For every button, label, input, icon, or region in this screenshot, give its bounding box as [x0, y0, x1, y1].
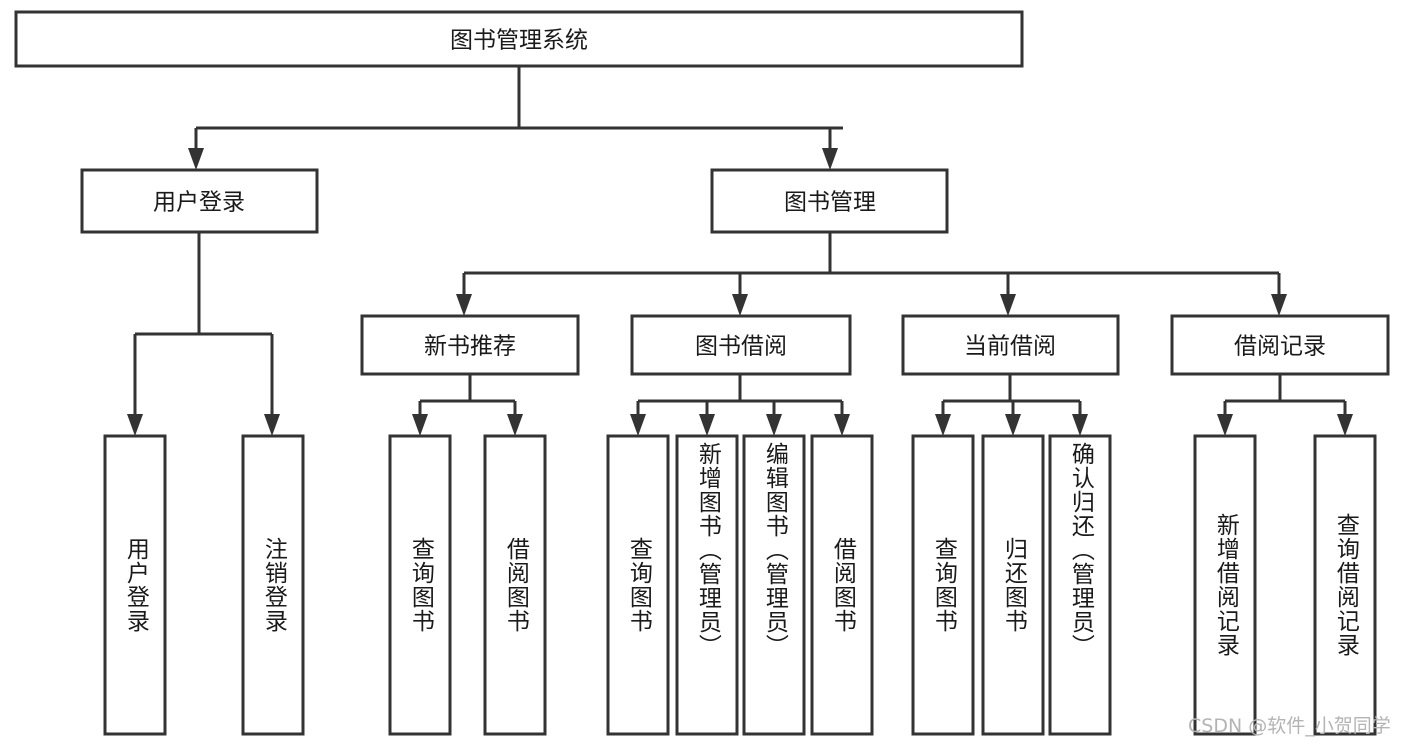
leaf-box-query-record[interactable]	[1313, 434, 1377, 736]
leaf-box-borrow-book-1[interactable]	[483, 434, 547, 736]
csdn-watermark: CSDN @软件_小贺同学	[1188, 715, 1391, 737]
leaf-box-query-book-1[interactable]	[388, 434, 452, 736]
node-root[interactable]: 图书管理系统	[14, 10, 1024, 68]
leaf-box-edit-book[interactable]	[742, 434, 806, 736]
node-book-borrow[interactable]: 图书借阅	[630, 314, 852, 376]
node-user-login[interactable]: 用户登录	[80, 168, 319, 234]
connector-userlogin-to-leaves	[127, 232, 280, 436]
connector-borrowrecord-to-leaves	[1217, 374, 1353, 436]
node-book-manage[interactable]: 图书管理	[710, 168, 949, 234]
connector-newbook-to-leaves	[412, 374, 523, 436]
leaf-box-logout[interactable]	[241, 434, 305, 736]
node-current-borrow[interactable]: 当前借阅	[901, 314, 1120, 376]
connector-bookborrow-to-leaves	[630, 374, 850, 436]
node-borrow-record-label: 借阅记录	[1234, 334, 1326, 360]
leaf-box-confirm-return[interactable]	[1048, 434, 1112, 736]
leaf-box-borrow-book-2[interactable]	[810, 434, 874, 736]
connector-bookmanage-to-level3	[456, 232, 1287, 316]
leaf-box-add-book[interactable]	[675, 434, 739, 736]
leaf-box-query-book-2[interactable]	[606, 434, 670, 736]
node-new-book-rec-label: 新书推荐	[424, 334, 516, 360]
connector-root-to-level2	[188, 66, 843, 170]
leaf-box-return-book[interactable]	[981, 434, 1045, 736]
node-current-borrow-label: 当前借阅	[964, 334, 1056, 360]
leaf-box-query-book-3[interactable]	[911, 434, 975, 736]
leaf-box-add-record[interactable]	[1193, 434, 1257, 736]
node-borrow-record[interactable]: 借阅记录	[1170, 314, 1390, 376]
node-book-borrow-label: 图书借阅	[695, 334, 787, 360]
node-new-book-rec[interactable]: 新书推荐	[360, 314, 580, 376]
leaf-box-user-login[interactable]	[103, 434, 167, 736]
node-user-login-label: 用户登录	[153, 190, 245, 216]
connector-currentborrow-to-leaves	[935, 374, 1088, 436]
node-root-label: 图书管理系统	[450, 28, 588, 54]
node-book-manage-label: 图书管理	[784, 190, 876, 216]
